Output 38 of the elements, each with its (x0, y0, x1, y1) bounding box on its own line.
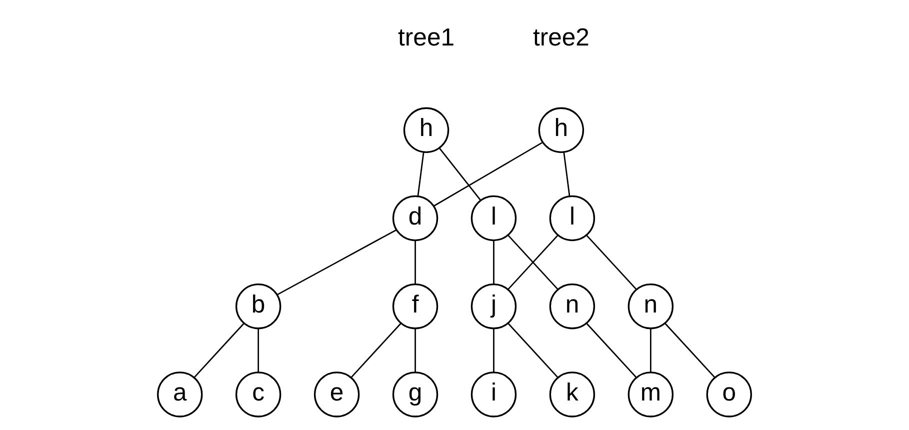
connector (493, 328, 494, 372)
node-circle: o (706, 371, 752, 417)
connector (493, 240, 494, 284)
connector (434, 141, 544, 206)
node-circle: f (392, 283, 438, 329)
connector (508, 322, 558, 378)
label: tree1 (398, 24, 455, 51)
connector (586, 234, 637, 290)
node-circle: l (470, 194, 517, 241)
connector (417, 152, 424, 196)
connector (414, 328, 416, 372)
node-circle: h (403, 106, 450, 152)
connector (258, 328, 260, 372)
connector (664, 322, 716, 378)
node-circle: m (628, 371, 674, 417)
connector (586, 322, 637, 378)
label: tree2 (532, 24, 590, 51)
connector (438, 147, 481, 200)
connector (194, 322, 244, 378)
connector (650, 328, 652, 372)
node-circle: g (392, 371, 438, 417)
connector (508, 234, 558, 290)
node-circle: i (470, 371, 517, 417)
node-circle: a (157, 371, 203, 417)
connector (414, 240, 416, 284)
node-circle: k (549, 371, 596, 417)
node-circle: n (549, 283, 596, 329)
node-circle: e (314, 371, 360, 417)
connector (350, 322, 402, 378)
node-circle: l (549, 194, 596, 241)
node-circle: c (235, 371, 282, 417)
connector (276, 229, 396, 295)
node-circle: d (392, 194, 438, 241)
node-circle: j (470, 283, 517, 329)
node-circle: n (628, 283, 674, 329)
node-circle: b (235, 283, 282, 329)
connector (563, 152, 570, 196)
node-circle: h (538, 106, 584, 152)
